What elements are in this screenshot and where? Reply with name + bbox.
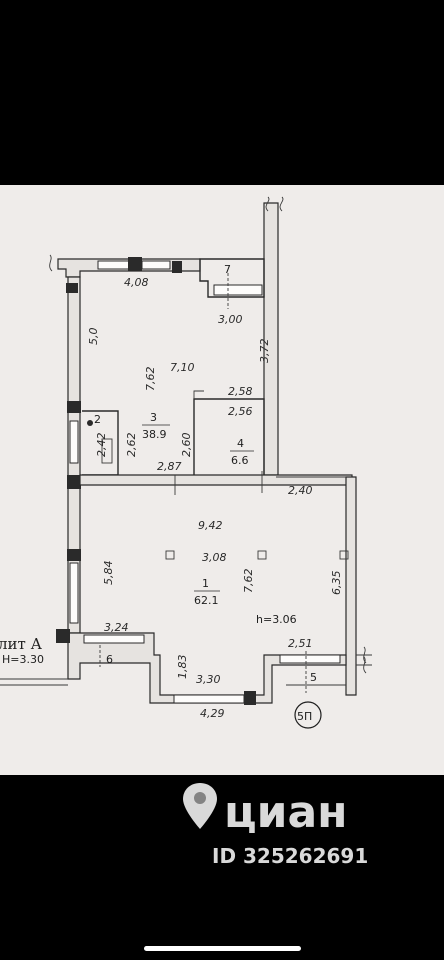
room-3-area: 38.9 [142,428,167,441]
floor-plan-drawing: 4,08 5,0 3,00 3,72 7,10 7,62 2,58 2,56 2… [0,196,372,729]
break-mark [363,646,367,674]
dim-right-upper: 3,72 [258,339,271,364]
dim-room1-mid: 3,08 [202,551,227,564]
window-left-lower [69,562,79,624]
dim-room1-width: 9,42 [198,519,223,532]
wc-icon [87,420,93,426]
column [128,257,142,271]
watermark-brand: циан [224,787,348,838]
location-pin-icon [183,783,217,829]
column [56,629,70,643]
room-5-number: 5 [310,671,317,684]
window-room7 [213,284,263,296]
column [67,401,81,413]
door-marks [174,471,263,495]
column-square [257,550,267,560]
room-1-area: 62.1 [194,594,219,607]
window-top-mid [141,260,171,270]
dim-room2-a: 2,42 [95,433,108,458]
room-1-number: 1 [202,577,209,590]
outer-line [0,678,68,686]
dim-left-upper: 5,0 [87,328,100,346]
room-4-area: 6.6 [231,454,249,467]
dim-left-lower: 5,84 [102,561,115,586]
dim-room4-height: 2,60 [180,433,193,458]
dim-room4-top: 2,58 [228,385,253,398]
break-mark [265,196,284,212]
window-bottom-right [279,654,341,664]
dim-room1-height: 7,62 [242,569,255,594]
dim-right-lower: 6,35 [330,571,343,596]
dim-right-offset: 2,40 [288,484,313,497]
floor-plan-photo: 4,08 5,0 3,00 3,72 7,10 7,62 2,58 2,56 2… [0,185,444,775]
section-height: H=3.30 [2,653,44,666]
window-left [69,420,79,464]
dim-room2-b: 2,62 [125,433,138,458]
room7-outline [199,258,265,298]
column [67,475,81,489]
dim-bay-side: 1,83 [176,655,189,680]
plan-tag: 5П [297,710,312,723]
cian-watermark: циан ID 325262691 [183,783,368,868]
axis-line [99,645,307,693]
dim-bay-outer: 4,29 [200,707,225,720]
window-bay [173,694,245,704]
column [66,283,78,293]
plan-tag-circle [294,701,322,729]
ceiling-height: h=3.06 [256,613,297,626]
room-2-number: 2 [94,413,101,426]
dim-room3-height: 7,62 [144,367,157,392]
dim-bay-inner: 3,30 [196,673,221,686]
dim-partition: 2,87 [157,460,182,473]
room-3-number: 3 [150,411,157,424]
column [244,691,256,705]
room-7-number: 7 [224,263,231,276]
break-mark [49,254,53,272]
dim-room3-width: 7,10 [170,361,195,374]
home-indicator[interactable] [144,946,301,951]
dim-room7-width: 3,00 [218,313,243,326]
bottom-wall [67,632,347,704]
dim-bottom-right: 2,51 [288,637,313,650]
right-lower-wall [345,476,357,696]
column [172,261,182,273]
column [67,549,81,561]
dim-top-left: 4,08 [124,276,149,289]
section-label: лит А [0,635,43,653]
partition [193,390,204,399]
window-top-left [97,260,131,270]
dim-bottom-left: 3,24 [104,621,129,634]
window-bottom-left [83,634,145,644]
room-6-number: 6 [106,653,113,666]
watermark-id: ID 325262691 [212,844,368,868]
room-4-number: 4 [237,437,244,450]
dim-room4-inner: 2,56 [228,405,253,418]
column-square [165,550,175,560]
sink-icon [101,438,113,464]
column-square [339,550,349,560]
